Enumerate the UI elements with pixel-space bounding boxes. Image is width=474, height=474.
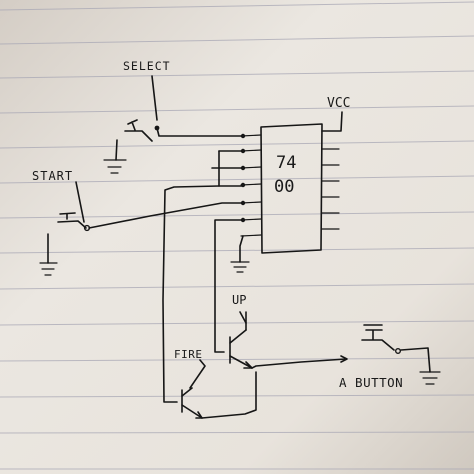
select-switch: SELECT [123, 59, 244, 142]
up-transistor: UP [229, 293, 253, 369]
chip-to-transistor-wires [162, 150, 244, 403]
a-button-label: A BUTTON [339, 375, 403, 390]
a-button-switch: A BUTTON [339, 324, 431, 390]
start-ground-icon [39, 233, 58, 276]
start-switch: START [32, 169, 244, 232]
chip-right-pins [321, 148, 340, 230]
vcc-label: VCC [327, 96, 350, 111]
a-button-ground-icon [419, 371, 441, 385]
transistor-icon [229, 329, 253, 369]
chip-ground-icon [230, 235, 250, 273]
vcc-connection: VCC [321, 96, 350, 132]
start-pointer [75, 181, 85, 223]
output-wires [201, 355, 348, 419]
start-switch-icon [57, 212, 87, 229]
start-label: START [32, 169, 73, 183]
a-button-switch-icon [361, 324, 395, 351]
chip-7400: 74 00 [260, 123, 323, 254]
fire-transistor: FIRE [174, 348, 206, 419]
chip-label-00: 00 [274, 177, 294, 197]
chip-body [260, 123, 323, 254]
chip-label-74: 74 [276, 153, 296, 173]
fire-label: FIRE [174, 348, 203, 361]
select-pointer [151, 75, 158, 121]
select-ground-icon [103, 139, 127, 174]
up-label: UP [232, 293, 246, 307]
select-label: SELECT [123, 59, 171, 73]
select-switch-icon [124, 119, 153, 142]
